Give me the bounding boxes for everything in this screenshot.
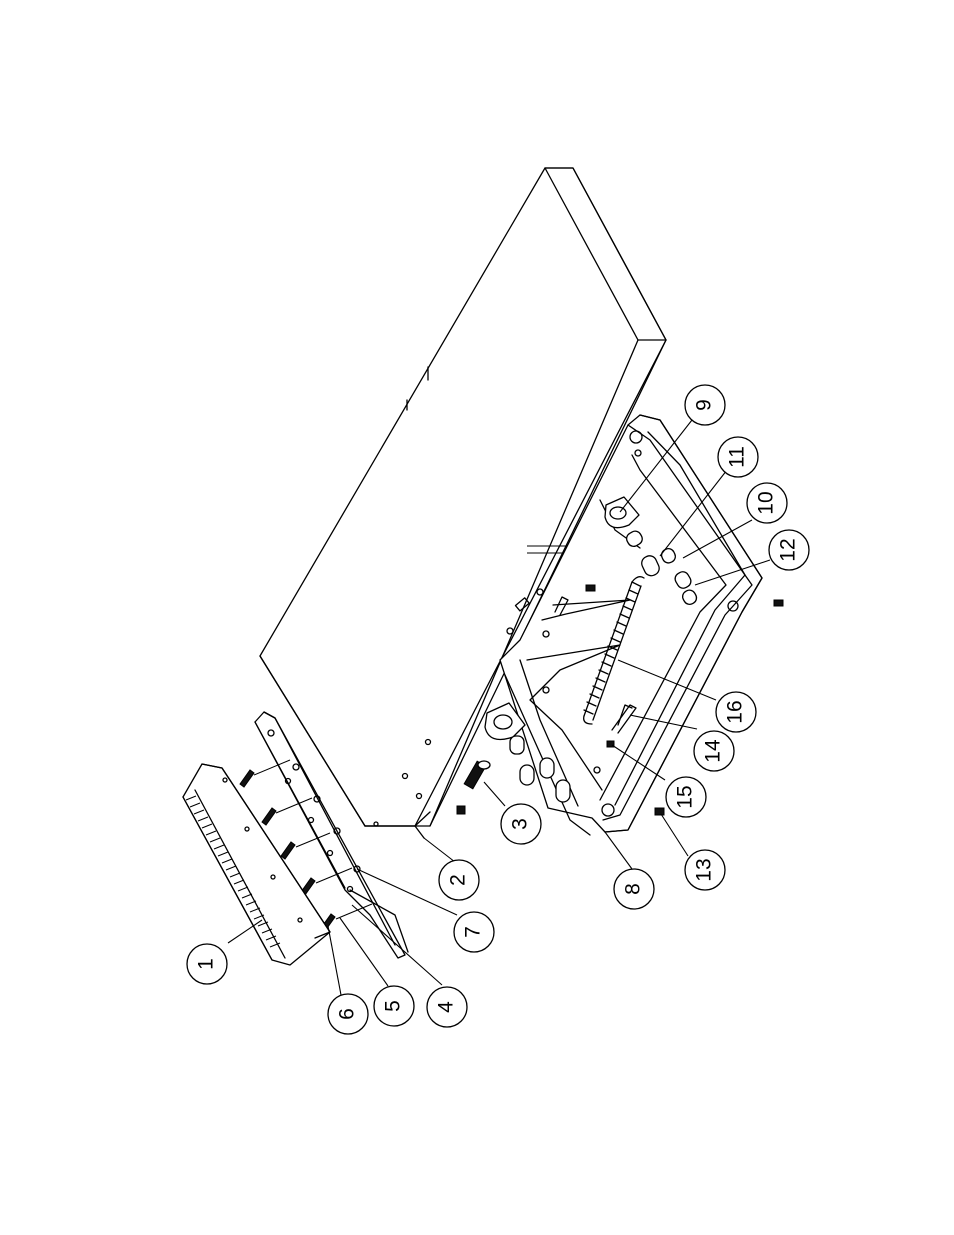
svg-text:15: 15 bbox=[674, 785, 697, 808]
callout-14: 14 bbox=[694, 731, 734, 771]
callout-15: 15 bbox=[666, 777, 706, 817]
svg-text:9: 9 bbox=[693, 399, 716, 411]
svg-text:1: 1 bbox=[195, 958, 218, 970]
svg-text:8: 8 bbox=[622, 883, 645, 895]
callout-9: 9 bbox=[685, 385, 725, 425]
svg-text:2: 2 bbox=[447, 874, 470, 886]
svg-text:7: 7 bbox=[462, 926, 485, 938]
callout-11: 11 bbox=[718, 437, 758, 477]
svg-text:12: 12 bbox=[777, 538, 800, 561]
callout-7: 7 bbox=[454, 912, 494, 952]
callout-8: 8 bbox=[614, 869, 654, 909]
svg-text:11: 11 bbox=[726, 446, 749, 468]
callout-2: 2 bbox=[439, 860, 479, 900]
svg-text:3: 3 bbox=[509, 818, 532, 830]
callout-12: 12 bbox=[769, 530, 809, 570]
svg-text:16: 16 bbox=[724, 700, 747, 723]
svg-text:5: 5 bbox=[382, 1000, 405, 1012]
callout-13: 13 bbox=[685, 850, 725, 890]
callout-4: 4 bbox=[427, 987, 467, 1027]
callout-16: 16 bbox=[716, 692, 756, 732]
svg-text:6: 6 bbox=[336, 1008, 359, 1020]
svg-text:13: 13 bbox=[693, 858, 716, 881]
svg-text:4: 4 bbox=[435, 1001, 458, 1013]
callout-10: 10 bbox=[747, 483, 787, 523]
callout-6: 6 bbox=[328, 994, 368, 1034]
callout-1: 1 bbox=[187, 944, 227, 984]
callout-3: 3 bbox=[501, 804, 541, 844]
svg-text:10: 10 bbox=[755, 491, 778, 514]
svg-text:14: 14 bbox=[702, 739, 725, 763]
callout-5: 5 bbox=[374, 986, 414, 1026]
